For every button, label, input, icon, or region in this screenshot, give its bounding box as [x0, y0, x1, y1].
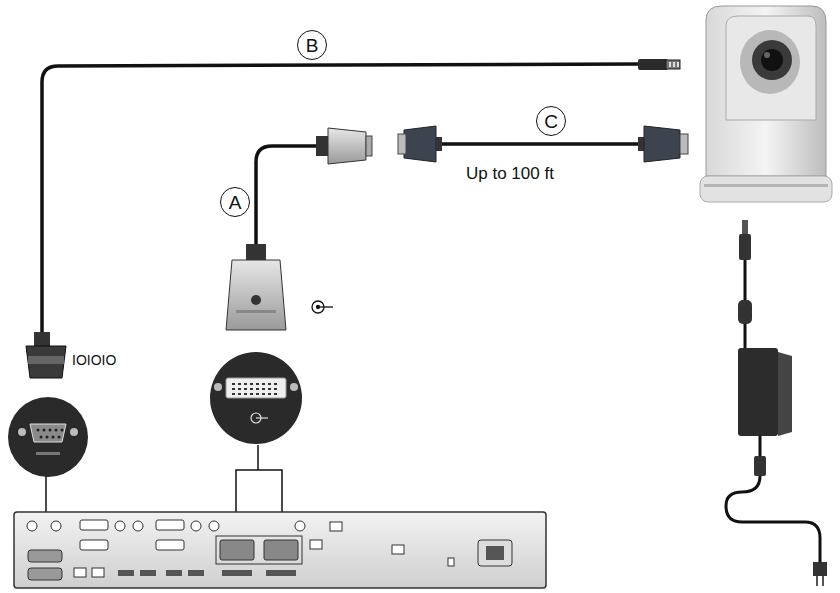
dvi-connector — [226, 244, 286, 330]
serial-connector — [26, 332, 66, 378]
video-input-symbol — [312, 301, 333, 313]
callout-circle: B — [297, 30, 327, 60]
cable-b — [42, 59, 680, 338]
codec-rear-panel — [14, 512, 546, 588]
ptz-camera — [700, 6, 832, 202]
cable-a — [256, 128, 372, 248]
callout-letter: C — [544, 112, 558, 131]
cable-length-note: Up to 100 ft — [466, 164, 554, 184]
serial-symbol: IOIOIO — [72, 352, 116, 368]
callout-letter: B — [306, 36, 319, 55]
callout-circle: C — [536, 106, 566, 136]
callout-circle: A — [220, 187, 250, 217]
power-supply — [726, 220, 827, 586]
callout-letter: A — [229, 193, 242, 212]
